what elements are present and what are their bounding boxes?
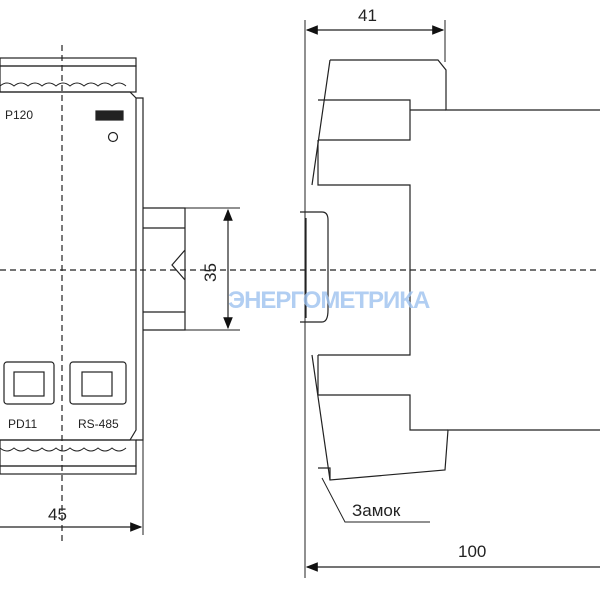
bottom-terminal-cap	[0, 465, 137, 475]
top-depth-dimension: 41	[358, 6, 377, 25]
width-dimension: 45	[48, 505, 67, 524]
indicator-led	[107, 131, 119, 143]
top-terminal-cap	[0, 57, 137, 67]
terminal-screws-bottom	[0, 447, 127, 452]
total-depth-dimension: 100	[458, 542, 486, 561]
lock-leader	[321, 477, 430, 523]
lock-label: Замок	[352, 501, 401, 520]
side-view: 41 100 Замок	[300, 6, 600, 578]
terminal-screws-top	[0, 82, 127, 87]
rail-dimension: 35	[201, 263, 220, 282]
din-rail-profile	[300, 211, 329, 323]
rs485-port	[69, 361, 127, 405]
model-label: P120	[5, 108, 33, 122]
side-edge	[136, 97, 144, 441]
front-view: P120 PD11 RS-485 35 45	[0, 45, 600, 545]
pd11-port	[3, 361, 55, 405]
rs485-jack-icon	[81, 371, 113, 397]
top-terminal-block	[0, 65, 137, 93]
brand-logo	[95, 110, 124, 121]
din-rail-clip	[143, 207, 186, 331]
bottom-terminal-block	[0, 439, 137, 467]
watermark: ЭНЕРГОМЕТРИКА	[228, 287, 430, 314]
front-panel	[0, 91, 137, 441]
rs485-label: RS-485	[78, 417, 119, 431]
pd11-jack-icon	[13, 371, 45, 397]
side-outline	[311, 59, 600, 481]
side-steps	[317, 99, 448, 431]
pd11-label: PD11	[8, 417, 37, 431]
lock-latch	[305, 218, 331, 480]
